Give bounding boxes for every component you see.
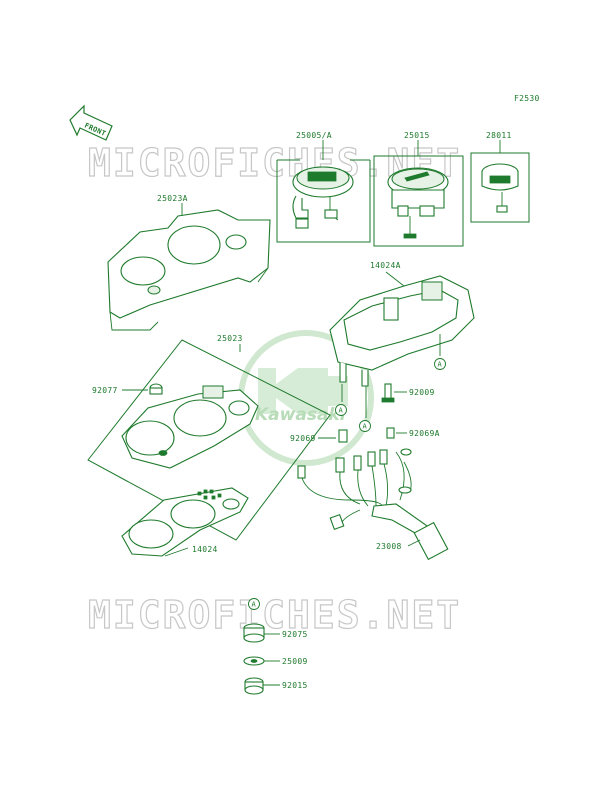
gauge-box-25015: [373, 140, 464, 247]
washer-25009: [243, 656, 280, 666]
ref-marker-a-4: A: [248, 598, 260, 610]
gauge-box-25005a: [276, 140, 371, 243]
bracket-14024: [121, 487, 249, 557]
ref-marker-a-2: A: [359, 420, 371, 432]
part-label-28011: 28011: [486, 131, 512, 140]
watermark-text: MICROFICHES.NET: [88, 593, 461, 637]
ref-marker-a-1: A: [335, 404, 347, 416]
part-label-92069a: 92069A: [409, 429, 440, 438]
gauge-box-28011: [470, 140, 530, 223]
part-label-25023: 25023: [217, 334, 243, 343]
nut-92015: [244, 677, 280, 695]
part-label-92069: 92069: [290, 434, 316, 443]
logo-word: Kawasaki: [255, 405, 347, 425]
part-label-92015: 92015: [282, 681, 308, 690]
meter-cover-25023a: [107, 203, 271, 331]
part-label-23008: 23008: [376, 542, 402, 551]
svg-text:A: A: [339, 407, 344, 415]
svg-text:A: A: [252, 601, 257, 609]
ref-marker-a-3: A: [434, 358, 446, 370]
front-arrow-icon: FRONT: [69, 104, 113, 141]
case-box-25023: [87, 339, 331, 541]
part-label-25005a: 25005/A: [296, 131, 332, 140]
bulb-92069: [318, 429, 348, 443]
part-label-25015: 25015: [404, 131, 430, 140]
part-label-92009: 92009: [409, 388, 435, 397]
part-label-25023a: 25023A: [157, 194, 188, 203]
watermark-bottom: MICROFICHES.NET: [87, 592, 461, 637]
part-label-14024: 14024: [192, 545, 218, 554]
figure-code: F2530: [514, 94, 540, 103]
svg-text:A: A: [363, 423, 368, 431]
bulb-92069a: [386, 427, 407, 439]
screw-92009: [381, 383, 407, 403]
part-label-14024a: 14024A: [370, 261, 401, 270]
part-label-25009: 25009: [282, 657, 308, 666]
svg-text:A: A: [438, 361, 443, 369]
part-label-92075: 92075: [282, 630, 308, 639]
grommet-92075: [243, 623, 280, 643]
meter-housing-14024a: [329, 271, 475, 418]
part-label-92077: 92077: [92, 386, 118, 395]
wiring-harness-23008: [297, 448, 449, 561]
